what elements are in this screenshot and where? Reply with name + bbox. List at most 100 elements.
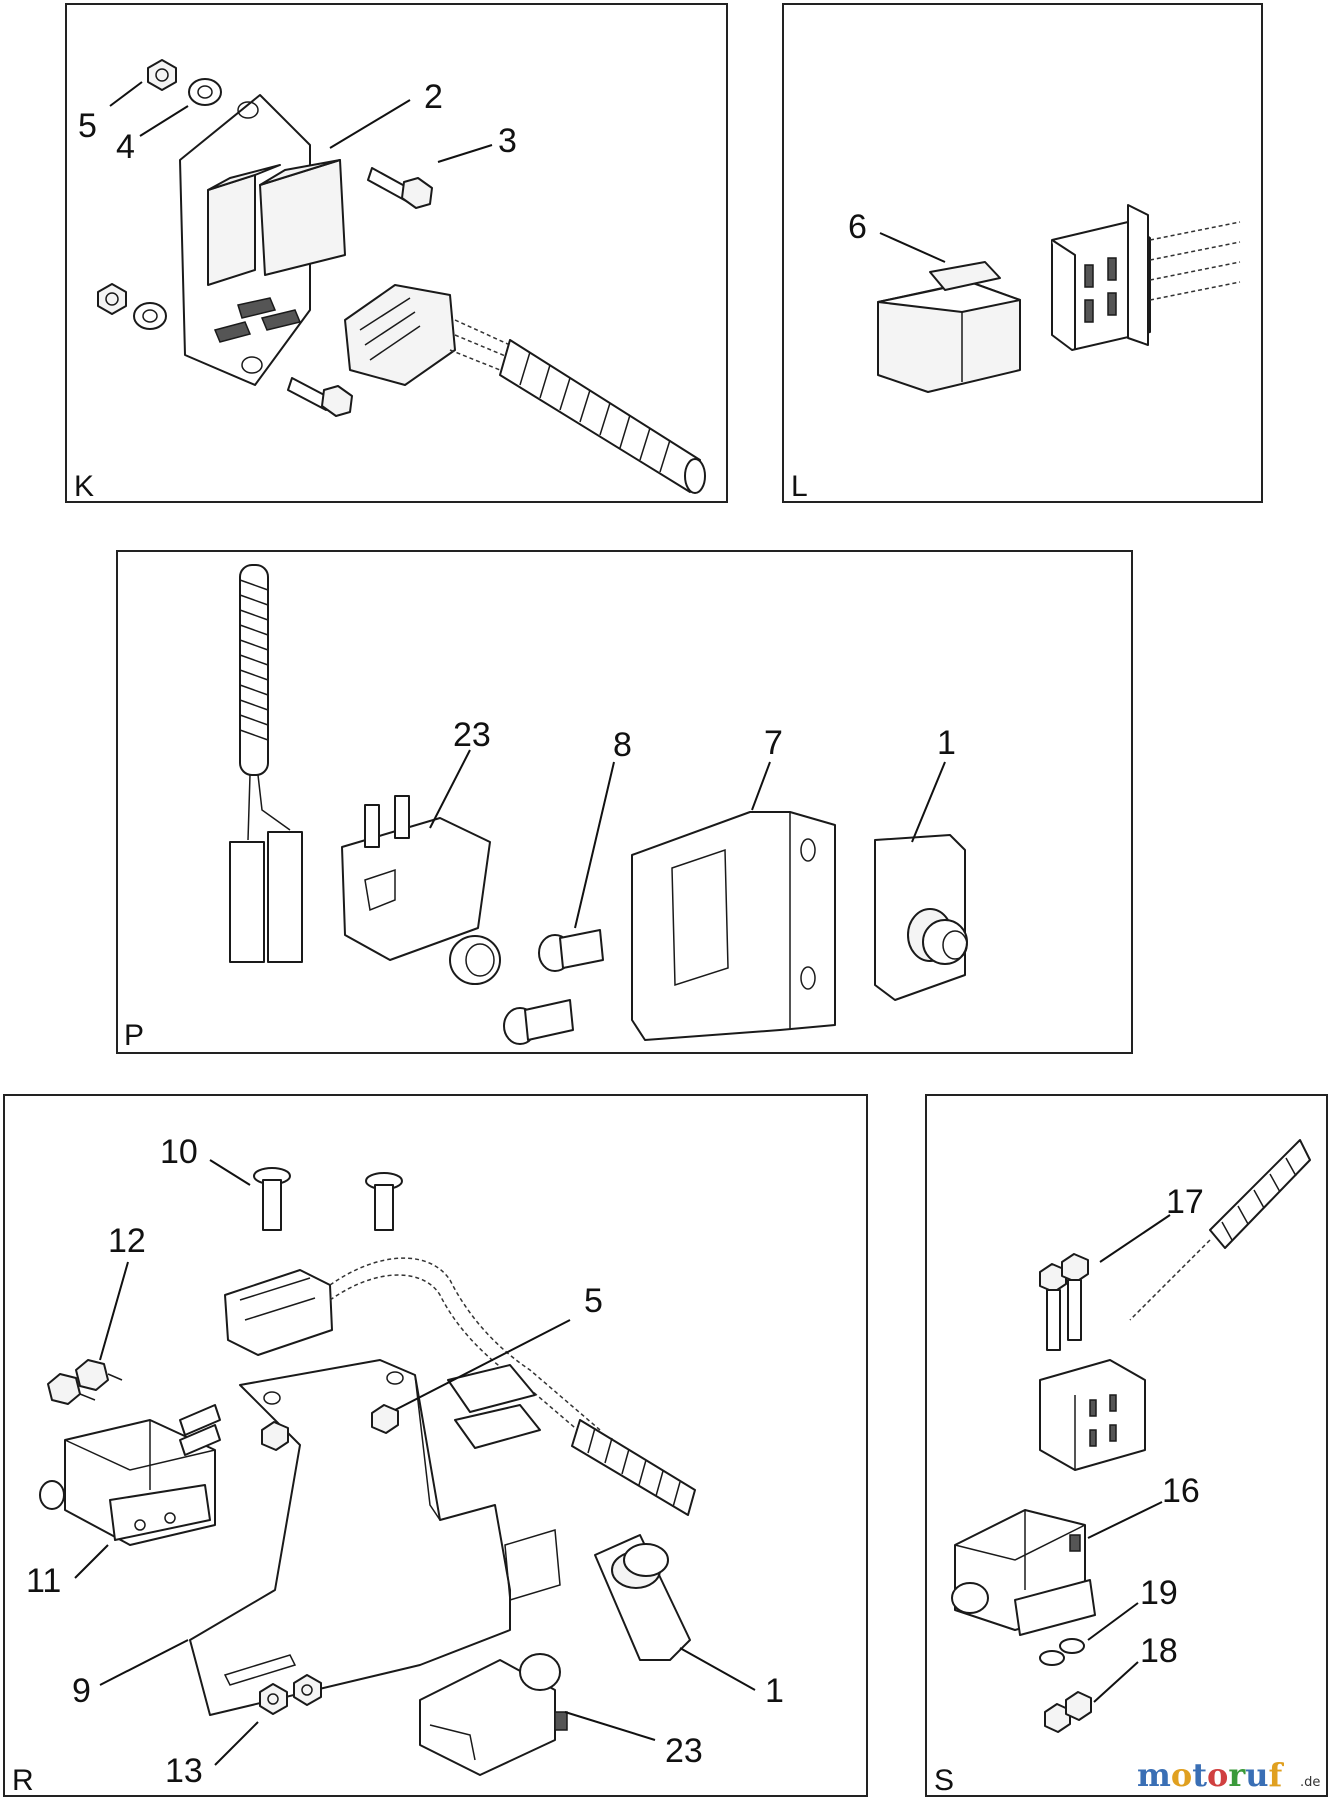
switch-1-button-tip <box>942 930 968 960</box>
callout-1-r: 1 <box>765 1672 784 1710</box>
callout-23-r: 23 <box>665 1732 703 1770</box>
hex-nut <box>371 1404 399 1434</box>
panel-s: 17 16 19 18 S <box>925 1094 1328 1797</box>
callout-5: 5 <box>78 107 97 145</box>
relay-mount-hole-bottom <box>241 356 263 374</box>
wire-harness-connector <box>344 284 706 494</box>
bracket-hole-1 <box>263 1391 281 1405</box>
switch-plunger <box>449 935 501 985</box>
screw-shank <box>524 999 574 1041</box>
switch-11-hole-1 <box>134 1519 146 1531</box>
callout-10: 10 <box>160 1133 198 1171</box>
leader-18 <box>1093 1661 1139 1703</box>
relay-terminal-1 <box>237 297 277 319</box>
bracket-window <box>504 1529 561 1601</box>
leader-11 <box>74 1544 109 1579</box>
leader-2 <box>329 99 411 149</box>
switch-16-plunger <box>951 1582 989 1614</box>
screw-shank <box>262 1179 282 1231</box>
switch-11-terminal-2 <box>179 1424 221 1456</box>
connector-slot-2 <box>1109 1394 1117 1412</box>
switch-1-r <box>594 1534 691 1661</box>
leader-23-r <box>564 1711 656 1741</box>
nut-5-top <box>147 59 177 91</box>
harness-plug-ribs <box>359 297 421 361</box>
bolt-head <box>401 177 433 209</box>
leader-19 <box>1087 1602 1139 1641</box>
hex-nut-hole <box>267 1693 279 1705</box>
switch-11-plunger <box>39 1480 65 1510</box>
leader-13 <box>214 1721 259 1766</box>
panel-l: 6 L <box>782 3 1263 503</box>
panel-label-p: P <box>124 1019 144 1052</box>
watermark-letter: f <box>1268 1756 1284 1794</box>
switch-tab <box>554 1711 568 1731</box>
connector-slot-3 <box>1089 1429 1097 1447</box>
panel-k: 5 4 2 3 K <box>65 3 728 503</box>
bolt-head-1 <box>1039 1263 1067 1293</box>
socket-front <box>1051 239 1076 350</box>
harness-sleeve <box>571 1419 696 1516</box>
hex-nut <box>293 1674 322 1706</box>
watermark-suffix: .de <box>1300 1775 1320 1790</box>
hex-nut <box>259 1683 288 1715</box>
connector-slot-4 <box>1109 1424 1117 1442</box>
relay-6 <box>877 261 1021 393</box>
panel-label-k: K <box>74 470 94 503</box>
bracket-slot <box>223 1654 297 1686</box>
panel-p: 23 8 7 1 P <box>116 550 1133 1054</box>
harness-sleeve <box>1209 1139 1311 1249</box>
washer-hole <box>197 85 213 99</box>
harness-s <box>1039 1139 1311 1471</box>
leader-23 <box>429 749 471 829</box>
leader-10 <box>209 1159 251 1186</box>
watermark-letter: t <box>1192 1756 1207 1794</box>
leader-4 <box>139 105 189 137</box>
interlock-switch-23 <box>341 795 501 985</box>
washer <box>188 78 222 106</box>
watermark-logo: motoruf .de <box>1137 1756 1320 1794</box>
washer-19 <box>1039 1638 1085 1666</box>
leader-16 <box>1087 1501 1163 1539</box>
bolt-3-top <box>367 167 433 209</box>
hex-nut-hole <box>105 292 119 306</box>
callout-19: 19 <box>1140 1574 1178 1612</box>
switch-terminal-1 <box>364 804 380 848</box>
socket-slot-1 <box>1084 264 1094 288</box>
bracket-window <box>671 848 729 987</box>
hex-nut <box>97 283 127 315</box>
switch-plunger-tip <box>465 943 495 977</box>
callout-13: 13 <box>165 1752 203 1790</box>
switch-11-edges <box>64 1420 216 1490</box>
switch-1-button <box>623 1543 669 1577</box>
relay-mount-hole-top <box>237 101 259 119</box>
bolt-bottom <box>287 377 353 417</box>
switch-harness <box>229 564 303 963</box>
switch-16-terminal <box>1069 1534 1081 1552</box>
leader-6 <box>879 232 946 263</box>
panel-r: 10 12 5 11 9 1 13 23 R <box>3 1094 868 1797</box>
switch-11 <box>39 1404 221 1546</box>
harness-terminal-right <box>267 831 303 963</box>
relay-terminal-2 <box>213 321 252 343</box>
leader-1-r <box>679 1647 756 1691</box>
leader-8 <box>574 761 615 929</box>
screw-10-right <box>365 1172 403 1231</box>
socket-slot-2 <box>1107 257 1117 281</box>
relay-terminal-3 <box>260 309 302 331</box>
harness-sleeve-ribs <box>587 1427 681 1508</box>
switch-plunger <box>519 1653 561 1691</box>
harness-sleeve-end <box>684 458 706 494</box>
relay-assembly <box>179 94 346 386</box>
harness-wires <box>449 319 516 373</box>
nut-18 <box>1044 1691 1092 1733</box>
switch-16-edges <box>954 1510 1086 1590</box>
watermark-letter: o <box>1207 1756 1228 1794</box>
relay-cube-right-top <box>259 159 341 186</box>
callout-16: 16 <box>1162 1472 1200 1510</box>
watermark-text: motoruf <box>1137 1756 1284 1794</box>
leader-1 <box>911 761 946 843</box>
bracket-plate <box>631 811 836 1041</box>
callout-18: 18 <box>1140 1632 1178 1670</box>
